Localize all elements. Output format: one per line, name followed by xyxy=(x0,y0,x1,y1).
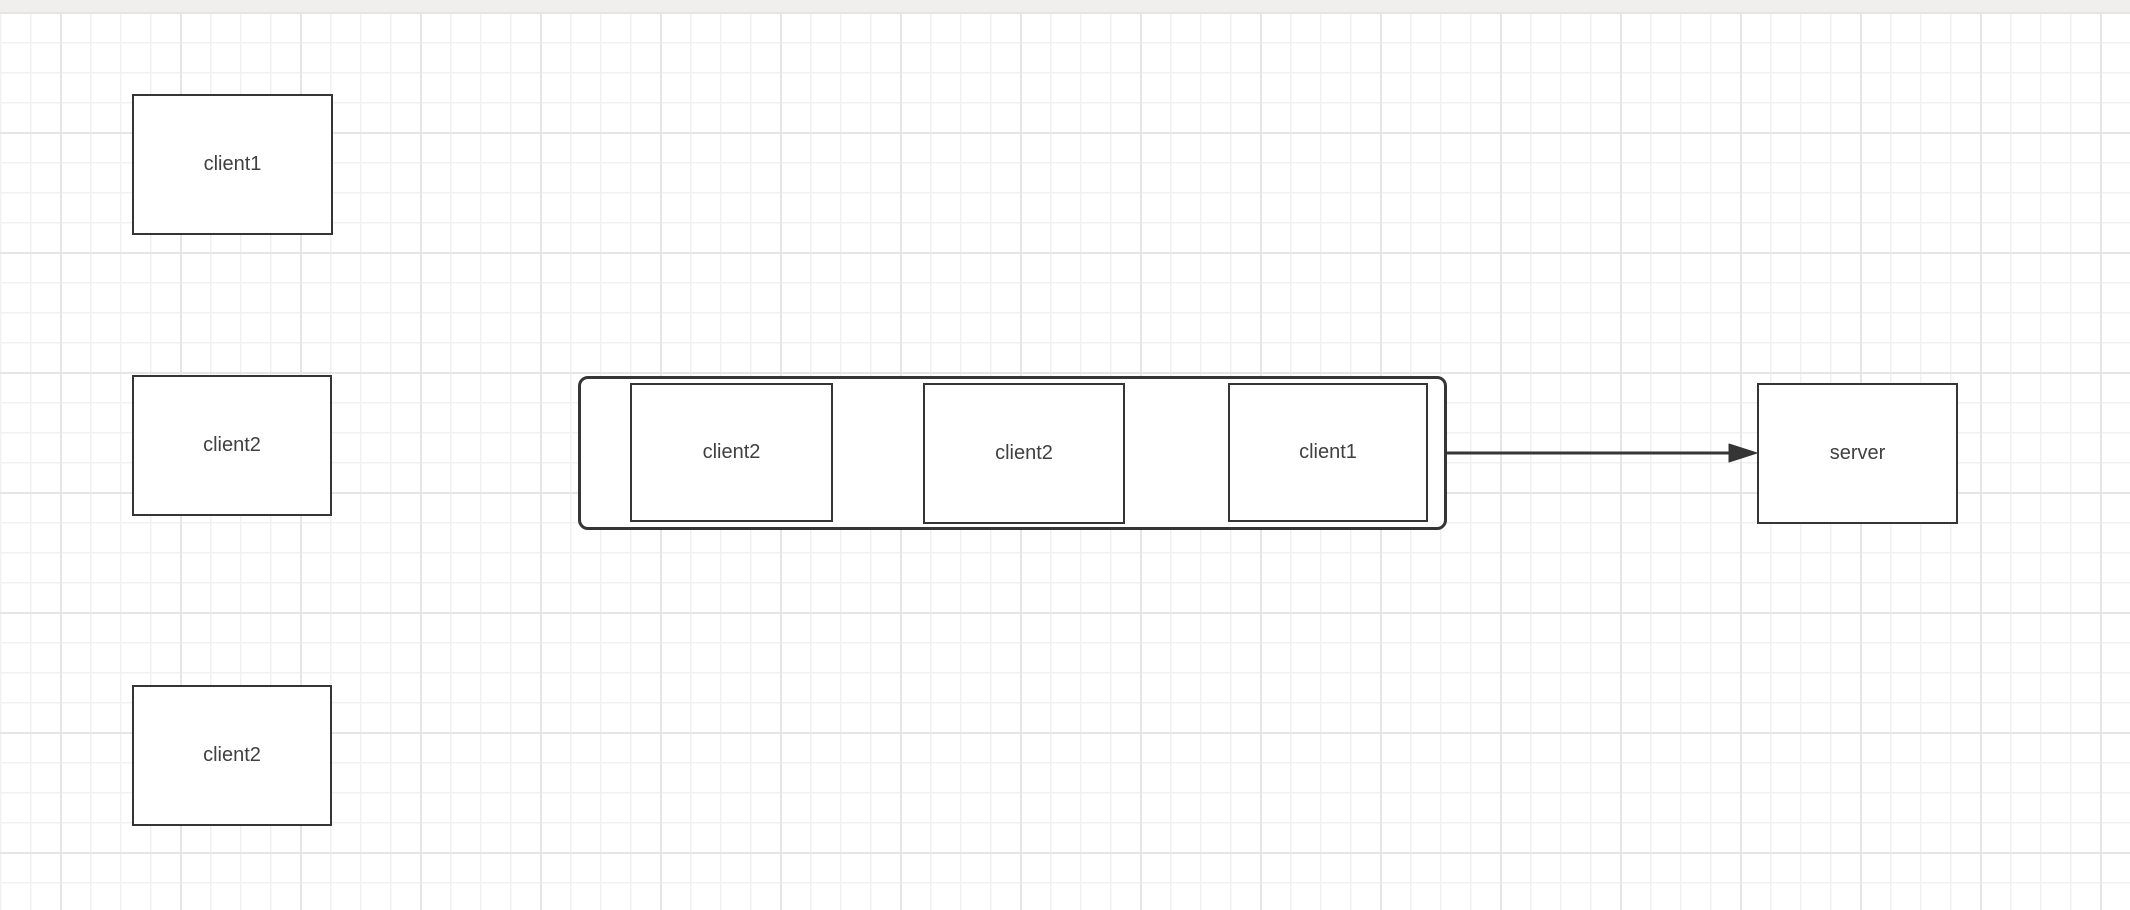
node-label: client1 xyxy=(203,153,262,175)
node-label: client2 xyxy=(702,441,761,463)
node-label: client2 xyxy=(995,442,1053,464)
arrow-head-icon xyxy=(1728,443,1758,463)
node-label: client2 xyxy=(203,434,261,456)
node-label: client1 xyxy=(1299,441,1357,463)
node-client1-grouped[interactable]: client1 xyxy=(1228,383,1428,522)
connector-arrow[interactable] xyxy=(1447,440,1758,466)
node-client2-grouped-1[interactable]: client2 xyxy=(630,383,833,522)
node-client1-top[interactable]: client1 xyxy=(132,94,333,235)
node-client2-grouped-2[interactable]: client2 xyxy=(923,383,1125,524)
node-client2-left[interactable]: client2 xyxy=(132,375,332,516)
node-label: client2 xyxy=(203,744,261,766)
node-client2-bottom[interactable]: client2 xyxy=(132,685,332,826)
node-label: server xyxy=(1829,442,1886,464)
node-server[interactable]: server xyxy=(1757,383,1958,524)
canvas-top-margin xyxy=(0,0,2130,12)
